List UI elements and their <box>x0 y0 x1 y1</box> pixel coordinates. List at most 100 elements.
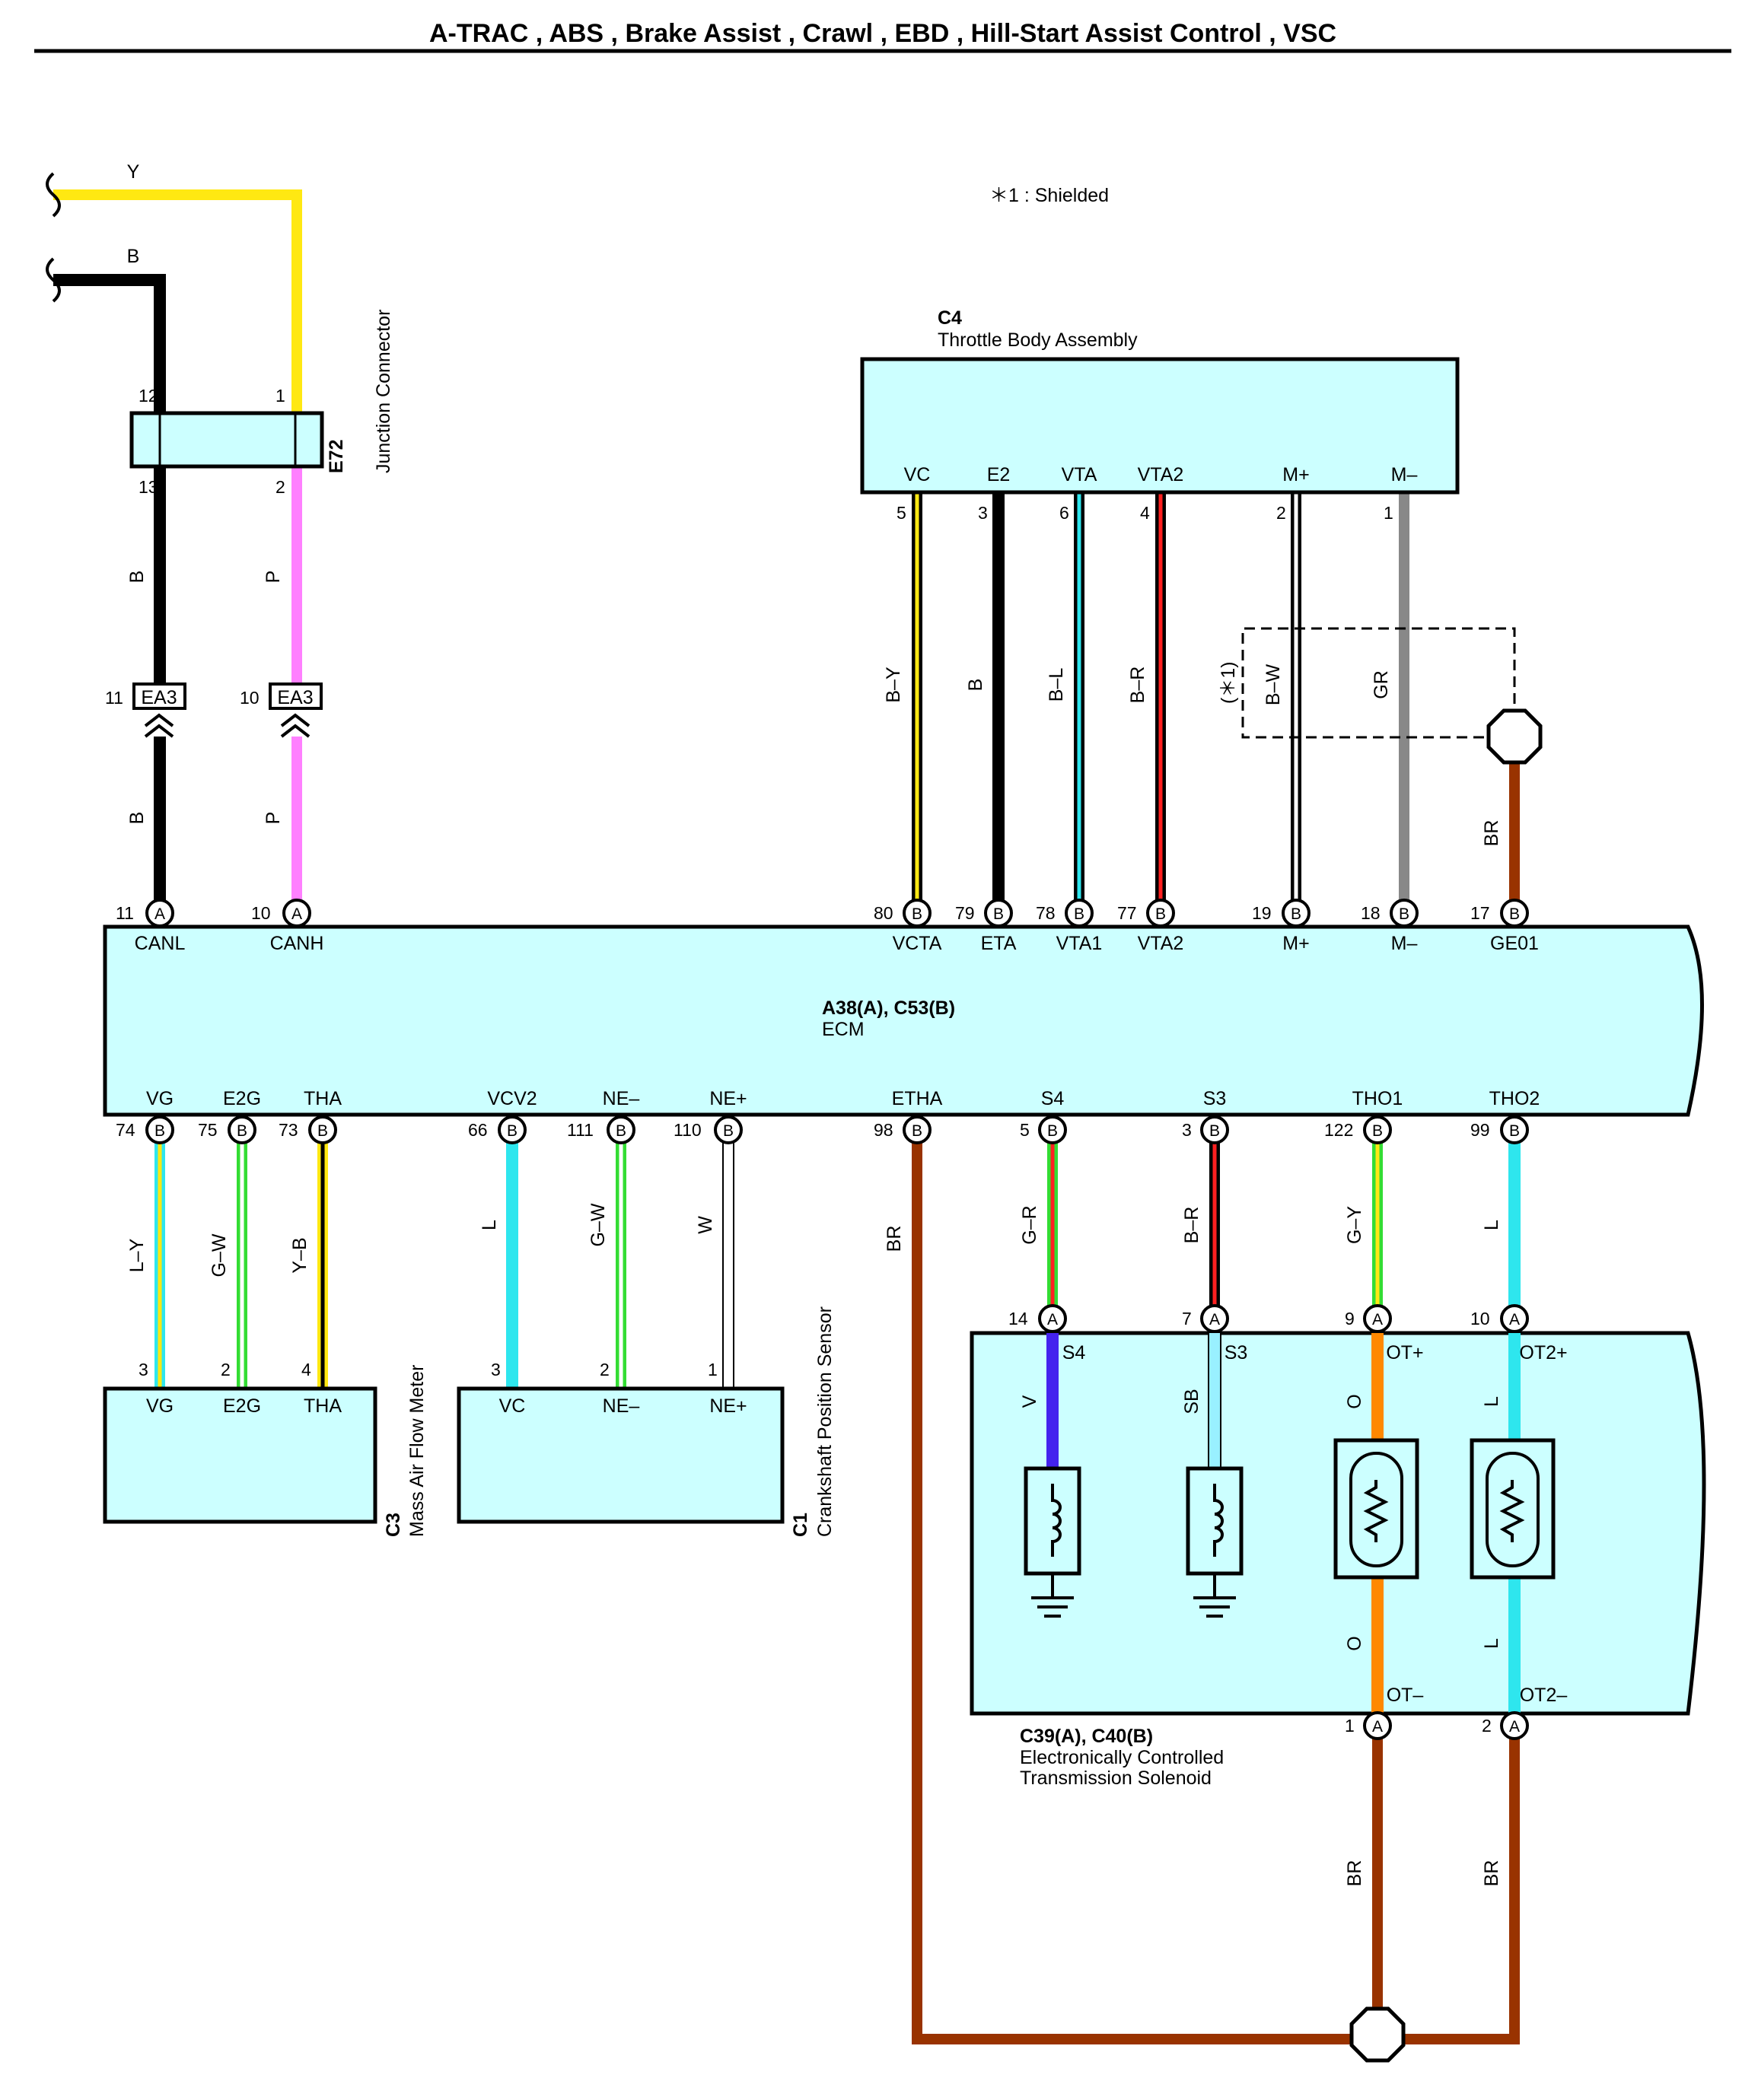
wire-break-y-icon <box>46 172 61 218</box>
pin-number-ecm_80: 80 <box>874 903 893 923</box>
bottom-ground-octagon-icon <box>1349 2006 1406 2063</box>
wire-label-sol-l1: L <box>1481 1396 1502 1407</box>
terminal-name-c4-2: VTA <box>1062 464 1097 485</box>
terminal-circle-letter-ecm_110: B <box>723 1122 734 1140</box>
terminal-circle-sol_9 <box>1363 1304 1392 1333</box>
ecm-name: ECM <box>822 1019 865 1040</box>
terminal-circle-ecm_66 <box>498 1115 527 1144</box>
wire-label-eta: B <box>965 679 986 692</box>
terminal-name-ecm_bottom-8: S3 <box>1203 1088 1227 1109</box>
terminal-circle-letter-ecm_122: B <box>1372 1122 1383 1140</box>
pin-number-ecm_19: 19 <box>1252 903 1272 923</box>
terminal-name-sol-0: S4 <box>1062 1342 1086 1363</box>
e72-code: E72 <box>326 440 347 473</box>
wire-label-canl-b2: B <box>126 812 148 825</box>
terminal-circle-letter-ecm_99: B <box>1509 1122 1520 1140</box>
terminal-circle-sol_1 <box>1363 1711 1392 1740</box>
diagram-title: A-TRAC , ABS , Brake Assist , Crawl , EB… <box>429 19 1336 48</box>
pin-number-e72_13: 13 <box>139 477 158 497</box>
pin-number-ecm_111: 111 <box>567 1120 594 1140</box>
pin-number-e72_12: 12 <box>139 386 158 406</box>
terminal-circle-letter-ecm_canl: A <box>154 905 165 923</box>
terminal-circle-letter-ecm_111: B <box>616 1122 626 1140</box>
oil-temp-sensor-2-thermistor-icon <box>1470 1438 1556 1580</box>
pin-number-ecm_78: 78 <box>1036 903 1056 923</box>
wire-label-ot-br: BR <box>1344 1860 1365 1887</box>
terminal-name-ecm_top-8: GE01 <box>1490 933 1539 954</box>
pin-number-ecm_79: 79 <box>955 903 975 923</box>
wire-label-ot2-br: BR <box>1481 1860 1502 1887</box>
terminal-name-ecm_top-4: VTA1 <box>1056 933 1103 954</box>
pin-number-c4_3: 3 <box>978 503 988 523</box>
pin-number-ecm_3: 3 <box>1182 1120 1192 1140</box>
pin-number-ecm_74: 74 <box>116 1120 135 1140</box>
terminal-name-sol-2: OT+ <box>1386 1342 1423 1363</box>
terminal-name-ecm_bottom-4: NE– <box>603 1088 640 1109</box>
wire-label-tho2: L <box>1481 1220 1502 1230</box>
pin-number-c4_5: 5 <box>897 503 906 523</box>
wire-label-s3: B–R <box>1181 1207 1202 1244</box>
pin-number-sol_7: 7 <box>1182 1309 1192 1328</box>
terminal-circle-ecm_110 <box>714 1115 743 1144</box>
terminal-circle-ecm_3 <box>1200 1115 1229 1144</box>
terminal-circle-letter-sol_2: A <box>1509 1718 1520 1736</box>
solenoid-name-line2: Transmission Solenoid <box>1020 1768 1212 1789</box>
terminal-name-sol-3: OT2+ <box>1519 1342 1567 1363</box>
terminal-name-ecm_bottom-6: ETHA <box>892 1088 943 1109</box>
pin-number-ecm_18: 18 <box>1361 903 1381 923</box>
svg-text:EA3: EA3 <box>277 687 313 708</box>
terminal-name-c1-2: NE+ <box>709 1395 747 1417</box>
terminal-circle-letter-sol_7: A <box>1209 1311 1220 1328</box>
wire-label-vta1: B–L <box>1046 668 1067 702</box>
wire-label-sol-o1: O <box>1344 1394 1365 1408</box>
wire-label-e2g: G–W <box>209 1233 230 1277</box>
terminal-circle-ecm_79 <box>984 899 1013 928</box>
terminal-circle-ecm_75 <box>228 1115 256 1144</box>
c3-mass-air-flow-meter <box>103 1386 377 1524</box>
wire-break-b-icon <box>46 257 61 303</box>
pin-number-sol_14: 14 <box>1008 1309 1028 1328</box>
pin-number-c4_4: 4 <box>1140 503 1150 523</box>
terminal-circle-ecm_73 <box>308 1115 337 1144</box>
wire-label-ge01: BR <box>1481 820 1502 847</box>
c3-code: C3 <box>383 1513 404 1537</box>
shield-mark: (＊1) <box>1218 661 1239 704</box>
terminal-circle-letter-ecm_17: B <box>1509 905 1520 923</box>
terminal-circle-ecm_122 <box>1363 1115 1392 1144</box>
terminal-circle-letter-ecm_66: B <box>507 1122 518 1140</box>
wire-label-s4: G–R <box>1019 1205 1040 1244</box>
terminal-name-ecm_bottom-9: THO1 <box>1352 1088 1403 1109</box>
pin-number-ecm_99: 99 <box>1470 1120 1490 1140</box>
terminal-circle-ecm_19 <box>1282 899 1311 928</box>
wire-label-sol-v: V <box>1019 1395 1040 1408</box>
terminal-circle-ecm_111 <box>607 1115 635 1144</box>
terminal-circle-ecm_78 <box>1065 899 1094 928</box>
terminal-name-ecm_bottom-7: S4 <box>1041 1088 1065 1109</box>
terminal-circle-ecm_17 <box>1500 899 1529 928</box>
pin-number-sol_1: 1 <box>1345 1716 1355 1736</box>
pin-number-c3_3: 3 <box>139 1360 148 1379</box>
terminal-name-ecm_top-6: M+ <box>1282 933 1309 954</box>
terminal-circle-letter-ecm_80: B <box>912 905 922 923</box>
terminal-name-sol-4: OT– <box>1387 1685 1424 1706</box>
pin-number-sol_9: 9 <box>1345 1309 1355 1328</box>
terminal-circle-ecm_canh <box>282 899 311 928</box>
svg-text:EA3: EA3 <box>141 687 177 708</box>
wire-label-top-y: Y <box>127 161 140 183</box>
terminal-name-ecm_bottom-5: NE+ <box>709 1088 747 1109</box>
pin-number-ecm_5: 5 <box>1020 1120 1030 1140</box>
terminal-circle-ecm_18 <box>1390 899 1419 928</box>
terminal-name-c4-1: E2 <box>987 464 1011 485</box>
terminal-circle-letter-ecm_77: B <box>1155 905 1166 923</box>
wire-top-b <box>53 274 166 413</box>
terminal-name-c4-3: VTA2 <box>1138 464 1184 485</box>
pin-number-sol_10: 10 <box>1470 1309 1490 1328</box>
terminal-circle-letter-sol_9: A <box>1372 1311 1383 1328</box>
wire-label-mplus: B–W <box>1263 664 1284 706</box>
terminal-circle-ecm_99 <box>1500 1115 1529 1144</box>
oil-temp-sensor-1-thermistor-icon <box>1333 1438 1419 1580</box>
wire-label-vcta: B–Y <box>883 667 904 703</box>
pin-number-ecm_66: 66 <box>468 1120 488 1140</box>
pin-number-ecm_17: 17 <box>1470 903 1490 923</box>
